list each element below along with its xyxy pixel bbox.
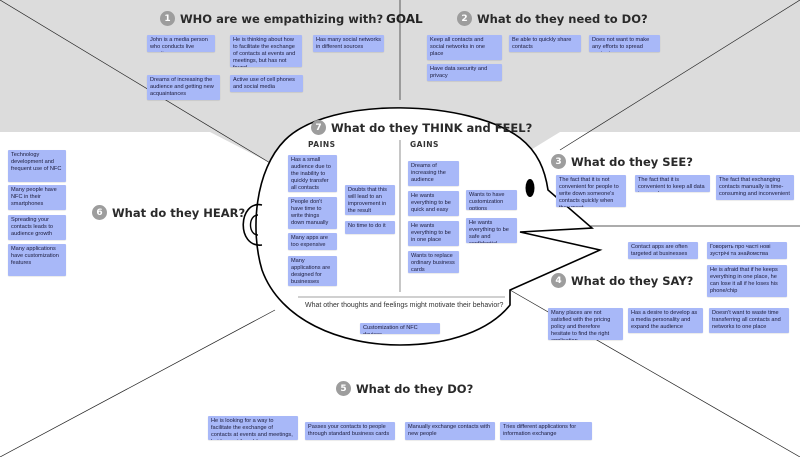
sticky-note-need-3[interactable]: Does not want to make any efforts to spr…: [589, 35, 660, 52]
section-title-text: What do they need to DO?: [477, 11, 648, 26]
sticky-note-say-4[interactable]: Many places are not satisfied with the p…: [548, 308, 623, 340]
sticky-note-motivation-1[interactable]: Customization of NFC devices: [360, 323, 440, 334]
sticky-note-see-1[interactable]: The fact that it is not convenient for p…: [556, 175, 626, 207]
number-badge: 7: [311, 120, 326, 135]
sticky-note-pain-2[interactable]: People don't have time to write things d…: [288, 197, 337, 229]
sticky-note-hear-2[interactable]: Many people have NFC in their smartphone…: [8, 185, 66, 210]
section-title-text: What do they SAY?: [571, 273, 694, 288]
section-think-title: 7 What do they THINK and FEEL?: [311, 120, 532, 135]
divider-line-top-right: [559, 0, 800, 151]
sticky-note-say-1[interactable]: Contact apps are often targeted at busin…: [628, 242, 698, 259]
sticky-note-gain-6[interactable]: Wants to replace ordinary business cards: [408, 251, 459, 273]
sticky-note-who-4[interactable]: Dreams of increasing the audience and ge…: [147, 75, 220, 100]
sticky-note-say-6[interactable]: Doesn't want to waste time transferring …: [709, 308, 789, 333]
gains-label: GAINS: [410, 140, 439, 149]
sticky-note-say-2[interactable]: Говорить про частi нові зустрічі та знай…: [707, 242, 787, 259]
sticky-note-pain-1[interactable]: Has a small audience due to the inabilit…: [288, 155, 337, 192]
section-title-text: What do they SEE?: [571, 154, 693, 169]
sticky-note-do-1[interactable]: He is looking for a way to facilitate th…: [208, 416, 298, 440]
sticky-note-gain-3[interactable]: Wants to have customization options: [466, 190, 517, 210]
number-badge: 6: [92, 205, 107, 220]
sticky-note-gain-4[interactable]: He wants everything to be in one place: [408, 221, 459, 246]
sticky-note-hear-1[interactable]: Technology development and frequent use …: [8, 150, 66, 182]
sticky-note-do-4[interactable]: Tries different applications for informa…: [500, 422, 592, 440]
eye-shape: [525, 179, 535, 197]
sticky-note-do-2[interactable]: Passes your contacts to people through s…: [305, 422, 395, 440]
sticky-note-gain-5[interactable]: He wants everything to be safe and confi…: [466, 218, 517, 243]
sticky-note-need-1[interactable]: Keep all contacts and social networks in…: [427, 35, 502, 60]
section-title-text: What do they HEAR?: [112, 205, 246, 220]
section-need-title: 2 What do they need to DO?: [457, 11, 648, 26]
sticky-note-gain-1[interactable]: Dreams of increasing the audience: [408, 161, 459, 186]
motivation-question: What other thoughts and feelings might m…: [305, 302, 504, 309]
section-title-text: WHO are we empathizing with?: [180, 11, 384, 26]
sticky-note-who-1[interactable]: John is a media person who conducts live…: [147, 35, 215, 52]
goal-label: GOAL: [386, 12, 423, 26]
divider-line-bottom-left: [0, 309, 276, 457]
section-who-title: 1 WHO are we empathizing with?: [160, 11, 383, 26]
divider-line-top-left: [0, 0, 291, 176]
sticky-note-who-5[interactable]: Active use of cell phones and social med…: [230, 75, 303, 92]
sticky-note-need-2[interactable]: Be able to quickly share contacts: [509, 35, 581, 52]
sticky-note-pain-4[interactable]: Many applications are designed for busin…: [288, 256, 337, 286]
sticky-note-need-4[interactable]: Have data security and privacy: [427, 64, 502, 81]
sticky-note-gain-2[interactable]: He wants everything to be quick and easy: [408, 191, 459, 216]
sticky-note-pain-6[interactable]: No time to do it: [345, 221, 395, 234]
sticky-note-pain-5[interactable]: Doubts that this will lead to an improve…: [345, 185, 395, 215]
section-title-text: What do they DO?: [356, 381, 474, 396]
sticky-note-see-2[interactable]: The fact that it is convenient to keep a…: [635, 175, 710, 192]
section-see-title: 3 What do they SEE?: [551, 154, 693, 169]
number-badge: 1: [160, 11, 175, 26]
ear-shape: [242, 204, 263, 246]
section-hear-title: 6 What do they HEAR?: [92, 205, 245, 220]
sticky-note-hear-3[interactable]: Spreading your contacts leads to audienc…: [8, 215, 66, 240]
sticky-note-pain-3[interactable]: Many apps are too expensive: [288, 233, 337, 250]
number-badge: 2: [457, 11, 472, 26]
sticky-note-hear-4[interactable]: Many applications have customization fea…: [8, 244, 66, 276]
section-do-title: 5 What do they DO?: [336, 381, 473, 396]
sticky-note-who-2[interactable]: He is thinking about how to facilitate t…: [230, 35, 302, 67]
sticky-note-say-3[interactable]: He is afraid that if he keeps everything…: [707, 265, 787, 297]
number-badge: 3: [551, 154, 566, 169]
pains-label: PAINS: [308, 140, 336, 149]
sticky-note-do-3[interactable]: Manually exchange contacts with new peop…: [405, 422, 495, 440]
sticky-note-say-5[interactable]: Has a desire to develop as a media perso…: [628, 308, 703, 333]
number-badge: 4: [551, 273, 566, 288]
sticky-note-see-3[interactable]: The fact that exchanging contacts manual…: [716, 175, 794, 200]
sticky-note-who-3[interactable]: Has many social networks in different so…: [313, 35, 384, 52]
section-say-title: 4 What do they SAY?: [551, 273, 693, 288]
number-badge: 5: [336, 381, 351, 396]
section-title-text: What do they THINK and FEEL?: [331, 120, 533, 135]
ear-inner: [249, 214, 259, 236]
